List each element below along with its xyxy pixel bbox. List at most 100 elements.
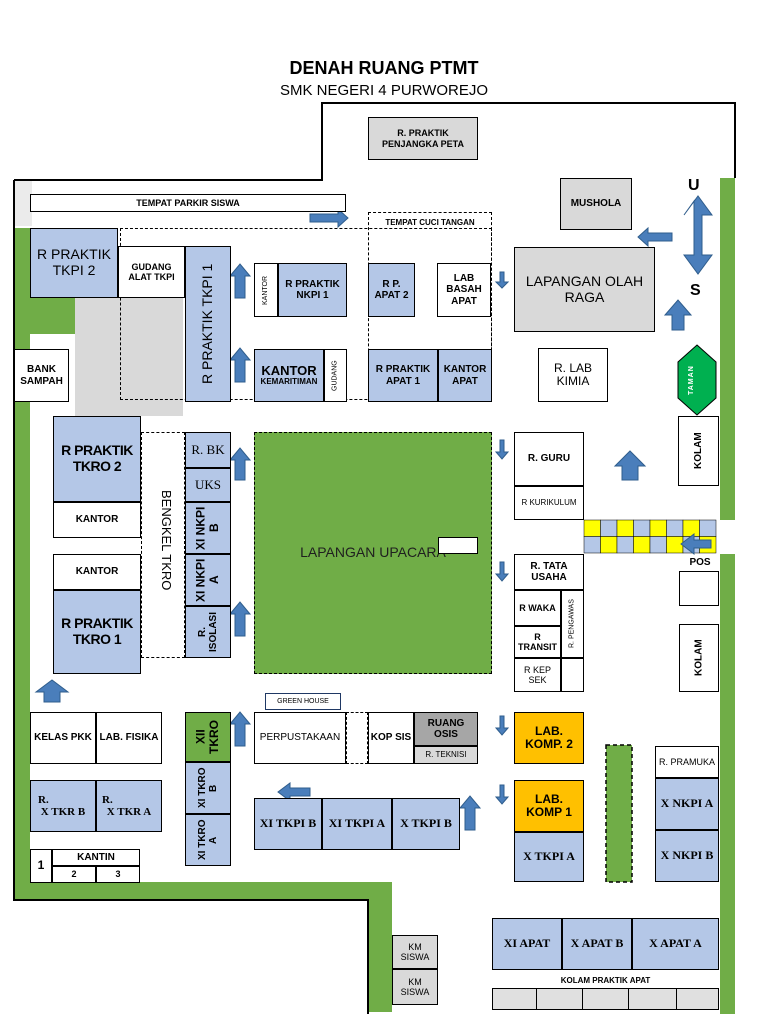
- kantin-label: KANTIN: [52, 849, 140, 866]
- r-transit: R TRANSIT: [514, 626, 561, 658]
- checker-tile: [666, 519, 684, 537]
- compass-north: U: [688, 177, 700, 194]
- xi-nkpi-a: XI NKPI A: [185, 554, 231, 606]
- pos: [679, 571, 719, 606]
- kolam-divider-4: [676, 988, 677, 1010]
- kop-sis: KOP SIS: [368, 712, 414, 764]
- perpustakaan: PERPUSTAKAAN: [254, 712, 346, 764]
- checker-tile: [699, 519, 717, 537]
- taman: TAMAN: [688, 365, 695, 395]
- r-praktik-apat-1: R PRAKTIK APAT 1: [368, 349, 438, 402]
- lab-basah-apat: LAB BASAH APAT: [437, 263, 491, 317]
- r-x-tkr-b-prefix: R.: [38, 793, 49, 806]
- kantin-1: 1: [30, 849, 52, 883]
- kantor-kemaritiman-label: KANTOR: [261, 362, 317, 378]
- r-x-tkr-b-label: X TKR B: [40, 806, 86, 818]
- r-bk: R. BK: [185, 432, 231, 468]
- kolam-divider-2: [582, 988, 583, 1010]
- kantor-kemaritiman: KANTOR KEMARITIMAN: [254, 349, 324, 402]
- r-pramuka: R. PRAMUKA: [655, 746, 719, 778]
- r-x-tkr-a-label: X TKR A: [106, 806, 152, 818]
- compass-south: S: [690, 282, 701, 299]
- r-x-tkr-a-prefix: R.: [102, 793, 113, 806]
- xi-tkpi-a: XI TKPI A: [322, 798, 392, 850]
- kolam-praktik-apat-label: KOLAM PRAKTIK APAT: [560, 976, 651, 985]
- kantin-2: 2: [52, 866, 96, 883]
- bengkel-tkro: BENGKEL TKRO: [159, 489, 174, 591]
- kemaritiman-label: KEMARITIMAN: [260, 377, 318, 387]
- pos-label: POS: [689, 557, 711, 568]
- tempat-parkir: TEMPAT PARKIR SISWA: [30, 194, 346, 212]
- checker-tile: [616, 536, 634, 554]
- x-nkpi-a: X NKPI A: [655, 778, 719, 830]
- r-praktik-tkro-1: R PRAKTIK TKRO 1: [53, 590, 141, 674]
- lab-fisika: LAB. FISIKA: [96, 712, 162, 764]
- kolam-lower: KOLAM: [679, 624, 719, 692]
- lab-komp-2: LAB. KOMP. 2: [514, 712, 584, 764]
- kantor-tkro-b: KANTOR: [53, 554, 141, 590]
- r-p-apat-2: R P. APAT 2: [368, 263, 415, 317]
- tempat-cuci-tangan: TEMPAT CUCI TANGAN: [385, 218, 475, 227]
- checker-tile: [616, 519, 634, 537]
- xi-nkpi-b: XI NKPI B: [185, 502, 231, 554]
- km-siswa-2: KM SISWA: [392, 969, 438, 1005]
- checker-tile: [583, 519, 601, 537]
- kantor-small: KANTOR: [254, 263, 278, 317]
- kantin-3: 3: [96, 866, 140, 883]
- r-lab-kimia: R. LAB KIMIA: [538, 348, 608, 402]
- x-apat-a: X APAT A: [632, 918, 719, 970]
- ruang-osis: RUANG OSIS: [414, 712, 478, 746]
- xi-apat: XI APAT: [492, 918, 562, 970]
- r-tata-usaha: R. TATA USAHA: [514, 554, 584, 590]
- kolam-upper: KOLAM: [678, 416, 719, 486]
- x-tkpi-a: X TKPI A: [514, 832, 584, 882]
- x-nkpi-b: X NKPI B: [655, 830, 719, 882]
- xi-tkpi-b: XI TKPI B: [254, 798, 322, 850]
- map-title: DENAH RUANG PTMT: [289, 58, 479, 78]
- green-house: GREEN HOUSE: [265, 693, 341, 710]
- kolam-divider-1: [536, 988, 537, 1010]
- kantor-apat: KANTOR APAT: [438, 349, 492, 402]
- r-praktik-penjangka-peta: R. PRAKTIK PENJANGKA PETA: [368, 117, 478, 160]
- r-pengawas: R. PENGAWAS: [561, 590, 584, 658]
- checker-tile: [600, 536, 618, 554]
- r-x-tkr-b: R. X TKR B: [30, 780, 96, 832]
- r-kep-sek: R KEP SEK: [514, 658, 561, 692]
- r-waka: R WAKA: [514, 590, 561, 626]
- checker-tile: [633, 536, 651, 554]
- kantor-tkro-a: KANTOR: [53, 502, 141, 538]
- checker-tile: [583, 536, 601, 554]
- r-x-tkr-a: R. X TKR A: [96, 780, 162, 832]
- bank-sampah: BANK SAMPAH: [14, 349, 69, 402]
- checker-tile: [633, 519, 651, 537]
- r-isolasi: R. ISOLASI: [185, 606, 231, 658]
- xi-tkro-a: XI TKRO A: [185, 814, 231, 866]
- r-teknisi: R. TEKNISI: [414, 746, 478, 764]
- bengkel-tkro-area: [141, 432, 185, 658]
- flag-pole: [438, 537, 478, 554]
- checker-tile: [682, 519, 700, 537]
- r-praktik-tkro-2: R PRAKTIK TKRO 2: [53, 416, 141, 502]
- checker-tile: [649, 519, 667, 537]
- r-kurikulum: R KURIKULUM: [514, 486, 584, 520]
- km-siswa-1: KM SISWA: [392, 935, 438, 969]
- kolam-praktik-apat: [492, 988, 719, 1010]
- lapangan-olah-raga: LAPANGAN OLAH RAGA: [514, 247, 655, 332]
- r-praktik-tkpi-1: R PRAKTIK TKPI 1: [185, 246, 231, 402]
- x-apat-b: X APAT B: [562, 918, 632, 970]
- perpustakaan-annex: [346, 712, 368, 764]
- mushola: MUSHOLA: [560, 178, 632, 230]
- checker-tile: [666, 536, 684, 554]
- xii-tkro: XII TKRO: [185, 712, 231, 762]
- checker-tile: [649, 536, 667, 554]
- gudang: GUDANG: [324, 349, 347, 402]
- kolam-divider-3: [628, 988, 629, 1010]
- uks: UKS: [185, 468, 231, 502]
- r-praktik-tkpi-2: R PRAKTIK TKPI 2: [30, 228, 118, 298]
- map-subtitle: SMK NEGERI 4 PURWOREJO: [279, 82, 489, 99]
- kelas-pkk: KELAS PKK: [30, 712, 96, 764]
- r-praktik-nkpi-1: R PRAKTIK NKPI 1: [278, 263, 347, 317]
- r-guru: R. GURU: [514, 432, 584, 486]
- checker-tile: [600, 519, 618, 537]
